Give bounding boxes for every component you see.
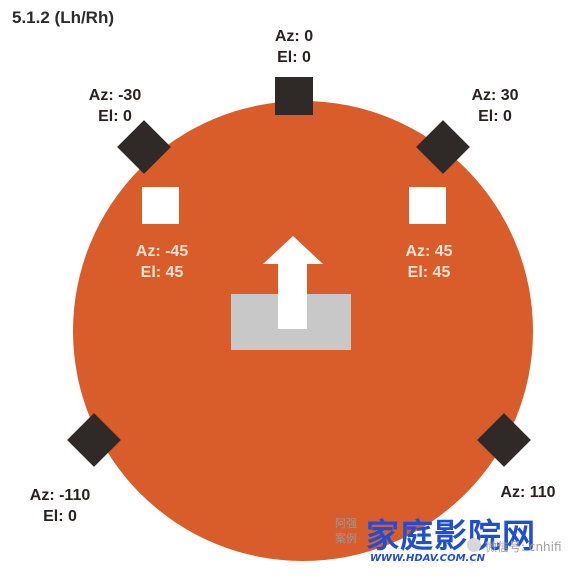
watermark-url: WWW.HDAV.COM.CN — [370, 553, 486, 564]
watermark-wechat: 微信号: cnhifi — [485, 540, 562, 554]
speaker-left-surround — [67, 413, 121, 467]
watermark-line2: 案例 — [335, 532, 357, 545]
center-label: Az: 0 El: 0 — [264, 26, 324, 68]
watermark-site-name: 家庭影院网 — [366, 516, 536, 555]
right-height-label: Az: 45 El: 45 — [389, 241, 469, 283]
left-surround-label: Az: -110 El: 0 — [20, 485, 100, 527]
speaker-left-height — [142, 187, 179, 224]
center-az: Az: 0 — [274, 28, 314, 45]
right-label: Az: 30 El: 0 — [455, 85, 535, 127]
speaker-center — [275, 77, 313, 115]
speaker-left — [117, 120, 171, 174]
left-height-el: El: 45 — [140, 264, 184, 281]
forward-arrow — [263, 236, 323, 329]
left-surround-el: El: 0 — [43, 508, 77, 525]
left-el: El: 0 — [98, 108, 132, 125]
right-height-el: El: 45 — [407, 264, 451, 281]
left-surround-az: Az: -110 — [29, 487, 91, 504]
speaker-right-height — [409, 187, 446, 224]
center-el: El: 0 — [277, 49, 311, 66]
right-surround-label: Az: 110 — [488, 482, 568, 503]
left-height-label: Az: -45 El: 45 — [122, 241, 202, 283]
speaker-right — [416, 120, 470, 174]
watermark-caption: 阿强 案例 — [335, 516, 357, 546]
right-az: Az: 30 — [471, 87, 519, 104]
right-surround-az: Az: 110 — [500, 484, 556, 501]
wechat-icon — [467, 538, 481, 552]
right-el: El: 0 — [478, 108, 512, 125]
diagram-title: 5.1.2 (Lh/Rh) — [12, 8, 115, 27]
watermark-line1: 阿强 — [335, 517, 357, 530]
left-height-az: Az: -45 — [135, 243, 189, 260]
left-label: Az: -30 El: 0 — [75, 85, 155, 127]
left-az: Az: -30 — [88, 87, 142, 104]
right-height-az: Az: 45 — [405, 243, 453, 260]
